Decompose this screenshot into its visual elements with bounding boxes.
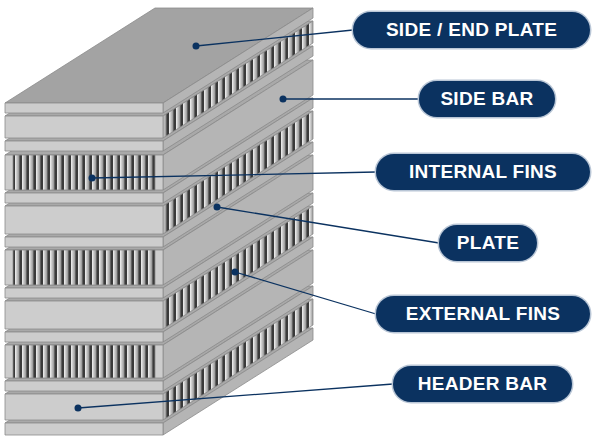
callout-pill: EXTERNAL FINS [376,296,590,332]
leader-line [78,384,393,408]
leader-line [92,172,376,178]
plate-front [5,237,163,247]
callout-label: INTERNAL FINS [409,161,557,183]
leader-line [217,207,439,243]
callout-pill: PLATE [439,225,537,261]
callout-label: SIDE / END PLATE [386,19,557,41]
header-bar [5,116,163,138]
leader-dot [193,43,200,50]
side-bar-front [5,250,163,285]
callout-label: EXTERNAL FINS [406,303,561,325]
leader-dot [214,204,221,211]
leader-dot [280,96,287,103]
plate-front [5,103,163,113]
leader-dot [75,405,82,412]
plate-front [5,332,163,342]
callout-pill: SIDE BAR [419,81,555,117]
plate-front [5,141,163,151]
leader-line [196,30,353,46]
leader-dot [232,269,239,276]
callout-label: SIDE BAR [440,88,533,110]
internal-fins [13,250,155,285]
internal-fins [13,345,155,378]
leader-line [235,272,376,314]
plate-front [5,288,163,298]
header-bar [5,301,163,329]
header-bar [5,206,163,234]
leader-dot [89,175,96,182]
plate-front [5,381,163,391]
internal-fins [13,155,155,190]
side-bar-front [5,345,163,378]
plate-front [5,423,163,435]
side-bar-front [5,155,163,190]
plate-side [163,8,313,113]
callout-label: HEADER BAR [418,373,548,395]
callout-pill: INTERNAL FINS [376,154,590,190]
callout-label: PLATE [457,232,519,254]
callout-pill: HEADER BAR [393,366,572,402]
callout-pill: SIDE / END PLATE [353,12,590,48]
end-plate-top [5,8,313,103]
plate-front [5,193,163,203]
leader-line [283,98,419,99]
